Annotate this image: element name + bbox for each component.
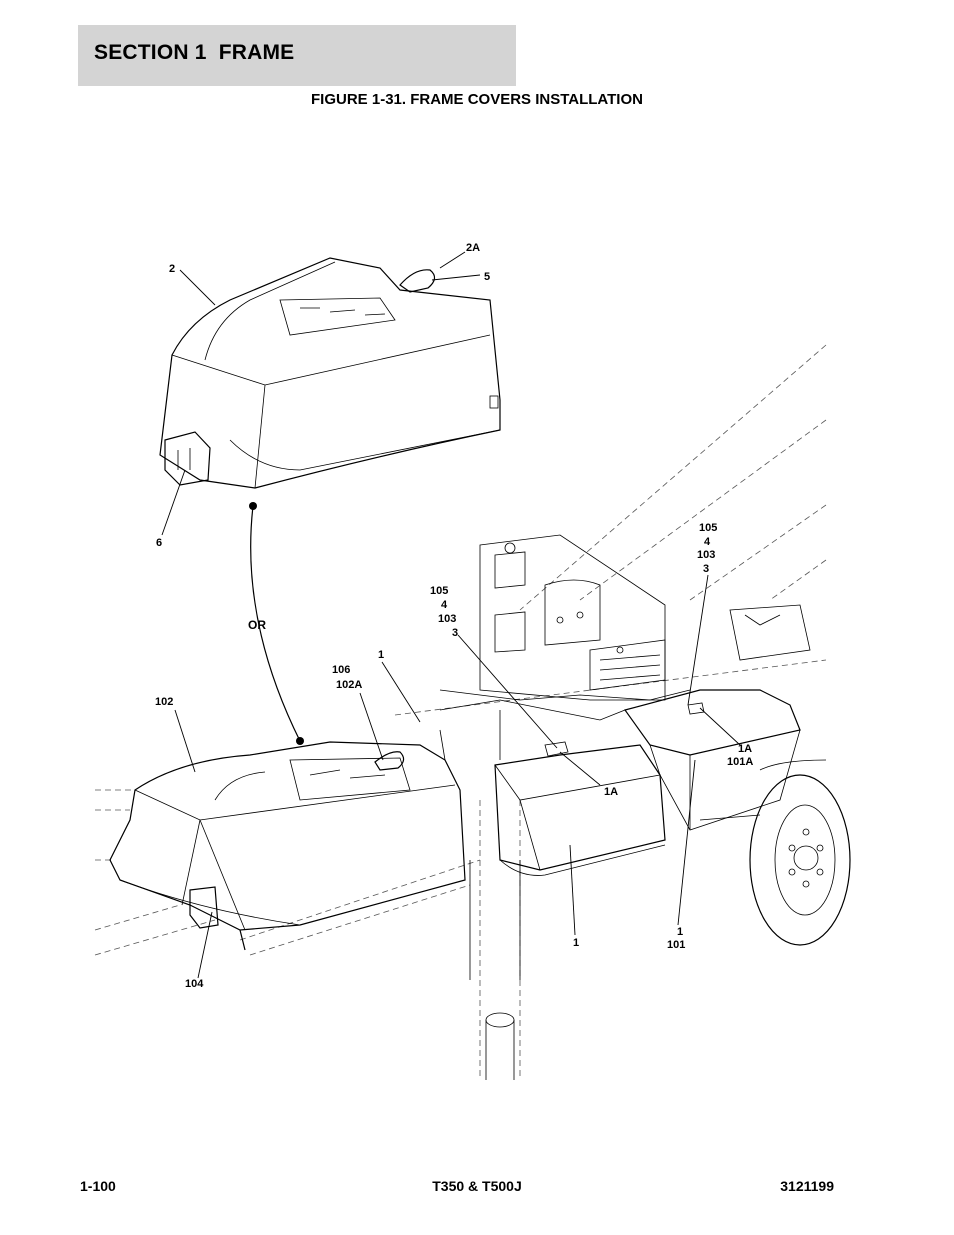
callout-4-right: 4 xyxy=(704,536,711,548)
callout-101: 101 xyxy=(667,939,685,951)
callout-5: 5 xyxy=(484,271,490,283)
callout-leaders xyxy=(161,251,741,979)
callout-103-mid: 103 xyxy=(438,613,456,625)
side-frame-covers xyxy=(439,689,801,876)
turntable-bracket xyxy=(439,534,691,701)
hitch-tube xyxy=(469,860,521,1080)
callout-105-right: 105 xyxy=(699,522,717,534)
callout-1-right: 1 xyxy=(677,926,683,938)
frame-context-lines xyxy=(94,344,827,1080)
section-header: SECTION 1 FRAME xyxy=(78,25,516,86)
or-connector xyxy=(249,502,304,745)
callout-1a-right: 1A xyxy=(738,743,752,755)
callout-105-mid: 105 xyxy=(430,585,448,597)
callout-104: 104 xyxy=(185,978,204,990)
upper-frame-cover xyxy=(159,257,501,489)
or-label: OR xyxy=(248,618,266,632)
callout-4-mid: 4 xyxy=(441,599,448,611)
callout-102: 102 xyxy=(155,696,173,708)
callout-1a-mid: 1A xyxy=(604,786,618,798)
figure-title: FIGURE 1-31. FRAME COVERS INSTALLATION xyxy=(311,91,643,108)
callout-6: 6 xyxy=(156,537,162,549)
section-title: SECTION 1 FRAME xyxy=(94,41,295,64)
callout-102a: 102A xyxy=(336,679,362,691)
callout-103-right: 103 xyxy=(697,549,715,561)
callout-101a: 101A xyxy=(727,756,753,768)
wheel-assembly xyxy=(699,604,851,946)
callout-106: 106 xyxy=(332,664,350,676)
document-number: 3121199 xyxy=(780,1178,834,1194)
callout-2: 2 xyxy=(169,263,175,275)
model-name: T350 & T500J xyxy=(432,1178,522,1194)
callout-3-mid: 3 xyxy=(452,627,458,639)
callout-1-bottom: 1 xyxy=(573,937,579,949)
page-number: 1-100 xyxy=(80,1178,116,1194)
lower-frame-cover xyxy=(109,741,466,951)
callout-2a: 2A xyxy=(466,242,480,254)
callout-3-right: 3 xyxy=(703,563,709,575)
callout-1-top: 1 xyxy=(378,649,384,661)
